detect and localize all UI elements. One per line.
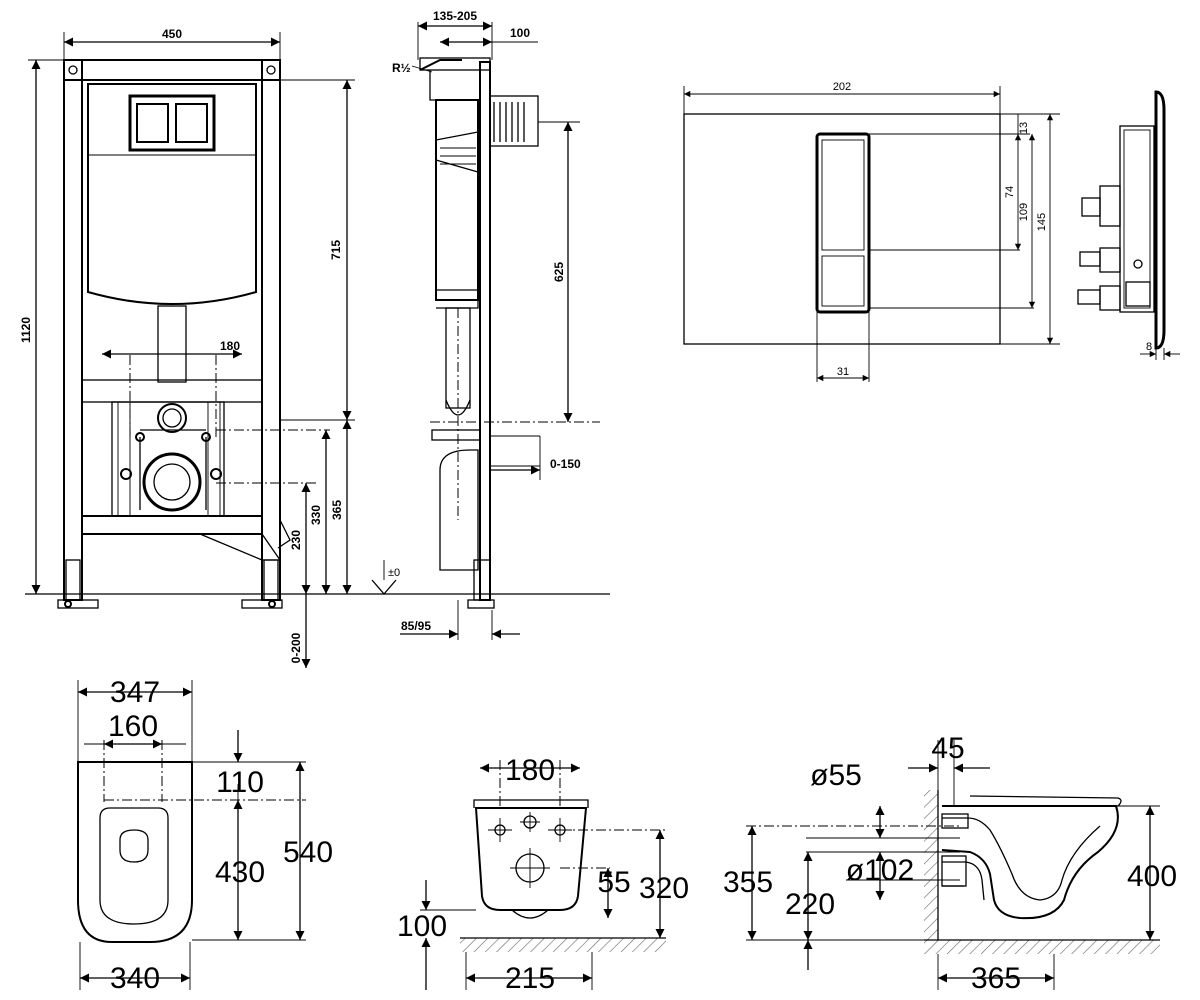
frame-left-upright: [63, 59, 83, 601]
floor-level-arrow-icon: [371, 579, 397, 595]
flush-plate-outline: [683, 113, 1001, 345]
dim-715: 715: [329, 240, 343, 260]
side-drain-bend: [439, 449, 479, 571]
dim-220: 220: [785, 888, 835, 921]
frame-flush-buttons: [128, 94, 216, 152]
frame-side-view: 135-205 100 R½ 625 0-150 85/95 ±0: [371, 9, 600, 640]
floor-zero-label: ±0: [388, 567, 400, 579]
side-upright: [479, 61, 491, 601]
dim-dia-55: ø55: [810, 759, 862, 792]
dim-355: 355: [723, 866, 773, 899]
wc-top-view: 347 160 110 430 540 340: [77, 676, 333, 995]
plate-side-profile: [1154, 90, 1166, 350]
dim-plate-depth: 8: [1146, 341, 1152, 353]
dim-215: 215: [505, 962, 555, 995]
wc-side-bowl: [941, 805, 1119, 920]
flush-button-large: [821, 139, 865, 251]
dim-0-200: 0-200: [289, 632, 303, 663]
drain-outlet: [142, 452, 202, 512]
dim-100-rear: 100: [397, 910, 447, 943]
dim-180-frame: 180: [220, 339, 240, 353]
flush-plate-view: 202 13 74 109 145 31: [683, 81, 1060, 382]
dim-frame-height: 1120: [19, 317, 33, 343]
cistern-body: [87, 83, 257, 305]
side-flush-element: [489, 95, 539, 147]
dim-frame-width: 450: [162, 27, 182, 41]
dim-347: 347: [110, 676, 160, 709]
dim-85-95: 85/95: [401, 619, 431, 633]
wc-rear-view: 180 55 320 100 215: [397, 754, 689, 995]
dim-160: 160: [108, 710, 158, 743]
dim-330: 330: [309, 505, 323, 525]
floor-hatch-rear: [460, 938, 666, 952]
dim-31: 31: [837, 366, 849, 378]
flush-plate-side-view: 8: [1077, 90, 1180, 360]
dim-13: 13: [1018, 122, 1030, 134]
dim-110: 110: [216, 766, 264, 799]
side-cistern: [435, 99, 479, 301]
flush-button-small: [821, 255, 865, 307]
wall-hatch: [924, 790, 938, 940]
dim-180-wc: 180: [505, 754, 555, 787]
dim-0-150: 0-150: [550, 457, 581, 471]
dim-400: 400: [1127, 860, 1177, 893]
frame-right-upright: [261, 59, 281, 601]
dim-540: 540: [283, 836, 333, 869]
dim-365: 365: [330, 500, 344, 520]
dim-340: 340: [110, 962, 160, 995]
dim-320: 320: [639, 872, 689, 905]
dim-dia-102: ø102: [846, 854, 914, 887]
wc-top-bowl: [99, 807, 169, 925]
dim-109: 109: [1018, 203, 1030, 221]
thread-label: R½: [392, 61, 411, 75]
dim-625: 625: [552, 262, 566, 282]
frame-front-view: 450 1120 715 180 365 330 230 0-200: [19, 27, 610, 668]
dim-365-wc: 365: [971, 962, 1021, 995]
dim-55-rear: 55: [597, 866, 630, 899]
dim-45: 45: [931, 732, 964, 765]
wc-seat: [969, 795, 1122, 807]
dim-230: 230: [289, 530, 303, 550]
dim-100-side: 100: [510, 26, 530, 40]
dim-74: 74: [1004, 186, 1016, 198]
flush-button-frame: [815, 132, 871, 314]
dim-135-205: 135-205: [433, 9, 477, 23]
dim-145: 145: [1036, 213, 1048, 231]
wc-rear-outline: [474, 807, 588, 911]
frame-top-rail: [63, 59, 281, 81]
dim-plate-width: 202: [833, 81, 851, 93]
wc-top-outline: [77, 761, 193, 943]
wc-side-view: 45 ø55 355 220 ø102 400 365: [723, 732, 1177, 995]
floor-hatch-side: [924, 940, 1160, 954]
dim-430: 430: [215, 856, 265, 889]
